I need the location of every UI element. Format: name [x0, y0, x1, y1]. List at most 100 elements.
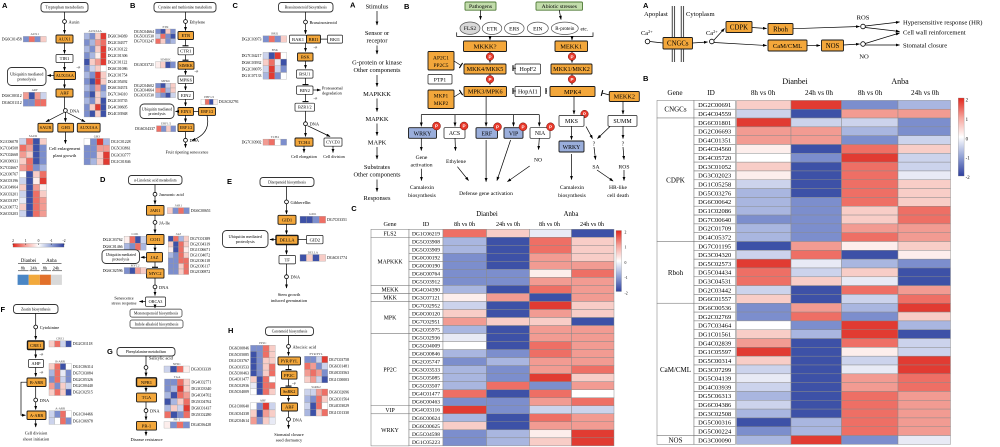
svg-text:BAK1: BAK1	[292, 37, 305, 42]
svg-text:SUMM: SUMM	[613, 119, 632, 125]
svg-text:Dianbei: Dianbei	[782, 77, 808, 86]
svg-text:CNGCs: CNGCs	[664, 106, 686, 114]
svg-text:DG7C02668: DG7C02668	[0, 153, 18, 157]
svg-text:DNA: DNA	[159, 285, 169, 290]
svg-text:8h vs 0h: 8h vs 0h	[454, 221, 476, 228]
svg-text:Indole alkaloid biosynthesis: Indole alkaloid biosynthesis	[135, 322, 179, 326]
svg-text:Stimulus: Stimulus	[366, 4, 389, 11]
svg-text:DG3C03530: DG3C03530	[134, 94, 154, 98]
svg-text:DG4C05492: DG4C05492	[108, 80, 128, 84]
svg-text:CDPK: CDPK	[666, 176, 685, 184]
svg-text:PP2C: PP2C	[259, 341, 266, 345]
svg-text:DELLA: DELLA	[308, 250, 319, 254]
svg-text:DG1C06978: DG1C06978	[73, 419, 93, 423]
svg-text:DG5C03908: DG5C03908	[412, 239, 440, 245]
svg-text:ETR: ETR	[487, 26, 498, 32]
svg-text:DG3C03533: DG3C03533	[229, 365, 249, 369]
svg-text:DG3C04531: DG3C04531	[698, 279, 731, 286]
svg-text:DG4C03939: DG4C03939	[698, 384, 731, 391]
svg-text:Sensor or: Sensor or	[365, 30, 390, 37]
svg-text:DG3C03339: DG3C03339	[191, 368, 211, 372]
svg-text:ORCA3: ORCA3	[149, 299, 163, 304]
svg-text:BRI1: BRI1	[309, 37, 320, 42]
svg-text:F: F	[1, 305, 6, 314]
svg-text:MKP1: MKP1	[434, 94, 449, 100]
svg-text:DNA: DNA	[293, 417, 303, 422]
svg-text:seed dormancy: seed dormancy	[276, 438, 303, 443]
svg-text:CRE1: CRE1	[56, 337, 64, 341]
svg-text:DG3C03777: DG3C03777	[111, 153, 131, 157]
svg-text:receptor: receptor	[367, 37, 389, 44]
svg-text:DG1C01846: DG1C01846	[111, 160, 131, 164]
svg-text:DG5C00314: DG5C00314	[698, 358, 732, 365]
svg-text:CNGCs: CNGCs	[667, 41, 689, 48]
svg-text:WRKY: WRKY	[381, 428, 400, 434]
svg-text:DG5C02936: DG5C02936	[229, 384, 249, 388]
svg-text:MEKK: MEKK	[381, 288, 399, 294]
svg-text:DG5C02280: DG5C02280	[191, 413, 211, 417]
svg-text:DG4C01351: DG4C01351	[698, 137, 731, 144]
svg-text:etc.: etc.	[581, 26, 589, 32]
svg-text:DG2C03735: DG2C03735	[108, 99, 128, 103]
svg-text:NO: NO	[859, 54, 869, 61]
svg-text:P: P	[462, 124, 465, 129]
svg-text:ROS: ROS	[857, 15, 870, 22]
svg-text:DG6C02696: DG6C02696	[329, 391, 349, 395]
svg-text:BRI1: BRI1	[271, 32, 278, 36]
svg-text:P: P	[496, 125, 499, 130]
svg-text:degradation: degradation	[322, 91, 343, 96]
svg-text:DNA: DNA	[40, 398, 50, 403]
svg-text:Ubiquitin mediated: Ubiquitin mediated	[229, 234, 263, 239]
svg-text:Gene: Gene	[667, 89, 682, 97]
svg-text:DG3C03533: DG3C03533	[412, 368, 440, 374]
svg-text:A-ARR: A-ARR	[30, 413, 44, 418]
svg-text:DG2C03973: DG2C03973	[242, 37, 262, 41]
svg-text:DG6C01458: DG6C01458	[2, 38, 22, 42]
svg-text:DG5C04598: DG5C04598	[412, 432, 440, 438]
svg-text:SAUR: SAUR	[40, 125, 52, 130]
svg-text:DG6C03203: DG6C03203	[0, 212, 18, 216]
svg-text:DG6C00764: DG6C00764	[412, 271, 440, 277]
svg-text:Apoplast: Apoplast	[644, 11, 668, 18]
svg-text:DG4C01477: DG4C01477	[412, 392, 440, 398]
svg-text:DG1C04466: DG1C04466	[73, 413, 93, 417]
svg-text:Zeatin biosynthesis: Zeatin biosynthesis	[21, 307, 51, 311]
svg-text:DG7C00640: DG7C00640	[698, 217, 731, 224]
svg-text:DG3C02023: DG3C02023	[698, 173, 731, 180]
svg-text:MAPKK: MAPKK	[365, 116, 388, 123]
svg-text:DG5C02936: DG5C02936	[412, 336, 440, 342]
svg-text:NPR1: NPR1	[141, 380, 153, 385]
svg-text:DG7C03464: DG7C03464	[698, 323, 732, 330]
svg-text:DG6C00463: DG6C00463	[412, 400, 440, 406]
svg-text:CaM/CML: CaM/CML	[660, 366, 691, 374]
svg-text:FLS2: FLS2	[464, 26, 477, 32]
svg-text:DG4C03948: DG4C03948	[108, 112, 128, 116]
svg-text:Phenylalanine metabolism: Phenylalanine metabolism	[126, 350, 166, 354]
svg-text:Ubiquitin mediated: Ubiquitin mediated	[10, 72, 44, 77]
svg-text:DELLA: DELLA	[279, 238, 295, 243]
svg-text:GH3: GH3	[94, 134, 101, 138]
svg-text:Dianbei: Dianbei	[21, 259, 37, 264]
svg-text:DG2C03762: DG2C03762	[103, 238, 123, 242]
svg-text:TGA: TGA	[174, 375, 181, 379]
svg-text:Disease resistance: Disease resistance	[130, 437, 162, 442]
svg-text:DG5C03909: DG5C03909	[412, 247, 440, 253]
svg-text:DG2C05747: DG2C05747	[412, 360, 440, 366]
svg-text:DG2C05975: DG2C05975	[412, 328, 440, 334]
svg-text:WRKY: WRKY	[563, 145, 582, 151]
svg-text:~P: ~P	[77, 66, 81, 70]
svg-text:MPK3/MPK6: MPK3/MPK6	[468, 89, 503, 96]
svg-text:P: P	[570, 54, 573, 59]
svg-text:Stomatal closure: Stomatal closure	[903, 43, 947, 50]
svg-text:?: ?	[622, 142, 625, 148]
svg-text:-2: -2	[625, 291, 628, 295]
svg-text:MEKK1: MEKK1	[560, 44, 582, 51]
svg-text:DG2C06117: DG2C06117	[190, 265, 210, 269]
svg-text:DG7C03351: DG7C03351	[327, 218, 347, 222]
svg-text:-1: -1	[50, 239, 53, 243]
svg-text:DG0C00931: DG0C00931	[0, 160, 18, 164]
svg-text:Cell division: Cell division	[25, 431, 48, 436]
svg-text:α-Linolenic acid metabolism: α-Linolenic acid metabolism	[134, 178, 177, 182]
svg-text:DG4C04560: DG4C04560	[698, 146, 731, 153]
svg-text:DG1C01561: DG1C01561	[698, 332, 731, 339]
